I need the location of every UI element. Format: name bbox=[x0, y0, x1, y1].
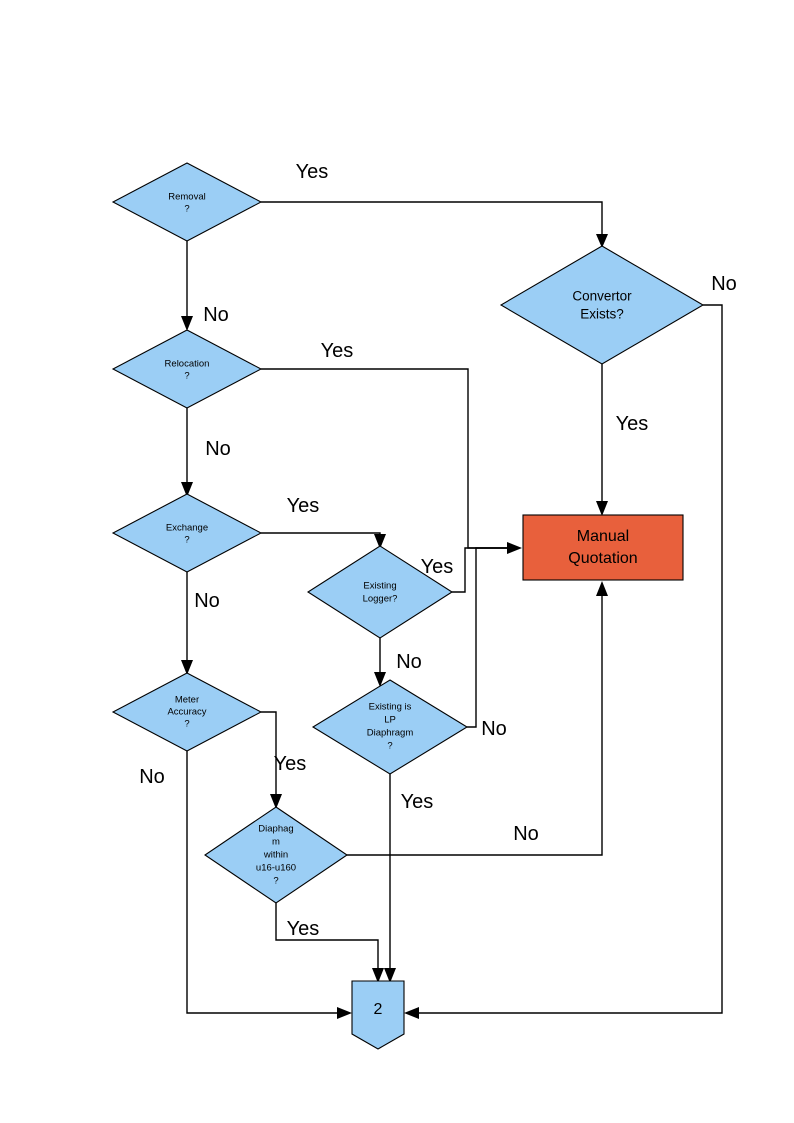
arrow-meter-to-connector bbox=[337, 1007, 352, 1019]
edge-logger-to-manual bbox=[452, 547, 511, 593]
node-diaphragm-line-3: within bbox=[263, 850, 288, 861]
edge-label-meter-no: No bbox=[139, 766, 165, 788]
node-meter-accuracy[interactable]: Meter Accuracy ? bbox=[111, 672, 263, 752]
edge-label-meter-yes: Yes bbox=[274, 753, 307, 775]
node-existing-lp-diaphragm[interactable]: Existing is LP Diaphragm ? bbox=[311, 679, 469, 775]
arrow-removal-to-relocation bbox=[181, 316, 193, 331]
node-existing-logger[interactable]: Existing Logger? bbox=[306, 545, 454, 639]
nodes-layer: Removal ? Relocation ? Exchange ? Meter … bbox=[111, 162, 705, 1050]
node-manual-line-2: Quotation bbox=[568, 550, 637, 567]
edge-label-convertor-yes: Yes bbox=[616, 413, 649, 435]
arrow-removal-to-convertor bbox=[596, 234, 608, 248]
edge-label-exchange-yes: Yes bbox=[287, 495, 320, 517]
decision-diamond[interactable] bbox=[306, 545, 454, 639]
edge-label-diaphragm-no: No bbox=[513, 823, 539, 845]
decision-diamond[interactable] bbox=[204, 806, 348, 904]
node-logger-line-1: Existing bbox=[363, 581, 396, 592]
arrow-exchange-to-meter bbox=[181, 660, 193, 675]
node-meter-line-3: ? bbox=[184, 719, 189, 730]
edge-label-exchange-no: No bbox=[194, 590, 220, 612]
edge-lp-to-manual bbox=[467, 547, 511, 728]
node-convertor-exists[interactable]: Convertor Exists? bbox=[499, 245, 705, 365]
offpage-connector-shape[interactable] bbox=[351, 980, 405, 1050]
edge-label-convertor-no: No bbox=[711, 273, 737, 295]
node-convertor-line-2: Exists? bbox=[580, 307, 624, 322]
decision-diamond[interactable] bbox=[499, 245, 705, 365]
node-removal[interactable]: Removal ? bbox=[111, 162, 263, 242]
edge-meter-to-diaphragm bbox=[261, 711, 277, 798]
edges-layer bbox=[181, 201, 723, 1019]
edge-label-lp-no: No bbox=[481, 718, 507, 740]
node-relocation[interactable]: Relocation ? bbox=[111, 329, 263, 409]
edge-label-removal-yes: Yes bbox=[296, 161, 329, 183]
node-diaphragm-line-4: u16-u160 bbox=[256, 863, 296, 874]
edge-label-logger-no: No bbox=[396, 651, 422, 673]
node-relocation-line-1: Relocation bbox=[165, 359, 210, 370]
arrow-logger-to-lp bbox=[374, 672, 386, 687]
node-removal-line-1: Removal bbox=[168, 192, 206, 203]
node-diaphragm-line-1: Diaphag bbox=[258, 824, 293, 835]
edge-relocation-to-manual bbox=[261, 368, 511, 549]
node-lp-line-4: ? bbox=[387, 741, 392, 752]
edge-label-diaphragm-yes: Yes bbox=[287, 918, 320, 940]
node-lp-line-2: LP bbox=[384, 715, 396, 726]
node-lp-line-1: Existing is bbox=[369, 702, 412, 713]
node-meter-line-2: Accuracy bbox=[167, 707, 206, 718]
arrow-convertor-to-connector bbox=[404, 1007, 419, 1019]
node-connector-2[interactable]: 2 bbox=[351, 980, 405, 1050]
node-logger-line-2: Logger? bbox=[363, 594, 398, 605]
edge-exchange-to-logger bbox=[261, 532, 381, 538]
node-exchange-line-2: ? bbox=[184, 535, 189, 546]
node-diaphragm-line-2: m bbox=[272, 837, 280, 848]
edge-label-lp-yes: Yes bbox=[401, 791, 434, 813]
node-relocation-line-2: ? bbox=[184, 371, 189, 382]
edge-label-removal-no: No bbox=[203, 304, 229, 326]
edge-meter-to-connector bbox=[186, 751, 341, 1014]
node-manual-quotation[interactable]: Manual Quotation bbox=[522, 514, 684, 581]
node-meter-line-1: Meter bbox=[175, 695, 199, 706]
node-exchange[interactable]: Exchange ? bbox=[111, 493, 263, 573]
arrow-lp-to-connector bbox=[384, 968, 396, 983]
decision-diamond[interactable] bbox=[111, 493, 263, 573]
arrow-meter-to-diaphragm bbox=[270, 794, 282, 809]
node-lp-line-3: Diaphragm bbox=[367, 728, 414, 739]
edge-label-relocation-yes: Yes bbox=[321, 340, 354, 362]
edge-convertor-to-connector bbox=[415, 304, 723, 1014]
edge-label-relocation-no: No bbox=[205, 438, 231, 460]
node-manual-line-1: Manual bbox=[577, 528, 629, 545]
edge-label-logger-yes: Yes bbox=[421, 556, 454, 578]
node-exchange-line-1: Exchange bbox=[166, 523, 208, 534]
edge-diaphragm-to-manual bbox=[347, 592, 603, 856]
arrow-diaphragm-to-manual bbox=[596, 581, 608, 596]
decision-diamond[interactable] bbox=[111, 672, 263, 752]
arrow-exchange-to-logger bbox=[374, 534, 386, 549]
arrow-diaphragm-to-connector bbox=[372, 968, 384, 983]
node-removal-line-2: ? bbox=[184, 204, 189, 215]
node-diaphragm-range[interactable]: Diaphag m within u16-u160 ? bbox=[204, 806, 348, 904]
decision-diamond[interactable] bbox=[111, 329, 263, 409]
edge-diaphragm-to-connector bbox=[275, 903, 379, 972]
edge-labels-layer: Yes No Yes No Yes No No Yes Yes No Yes N… bbox=[139, 161, 737, 940]
node-convertor-line-1: Convertor bbox=[572, 289, 632, 304]
arrow-convertor-to-manual bbox=[596, 501, 608, 516]
decision-diamond[interactable] bbox=[111, 162, 263, 242]
node-diaphragm-line-5: ? bbox=[273, 876, 278, 887]
arrow-relocation-to-exchange bbox=[181, 482, 193, 497]
node-connector-2-label: 2 bbox=[374, 1001, 383, 1018]
arrow-relocation-to-manual bbox=[507, 542, 522, 554]
process-box[interactable] bbox=[522, 514, 684, 581]
decision-diamond[interactable] bbox=[311, 679, 469, 775]
edge-removal-to-convertor bbox=[261, 201, 603, 238]
